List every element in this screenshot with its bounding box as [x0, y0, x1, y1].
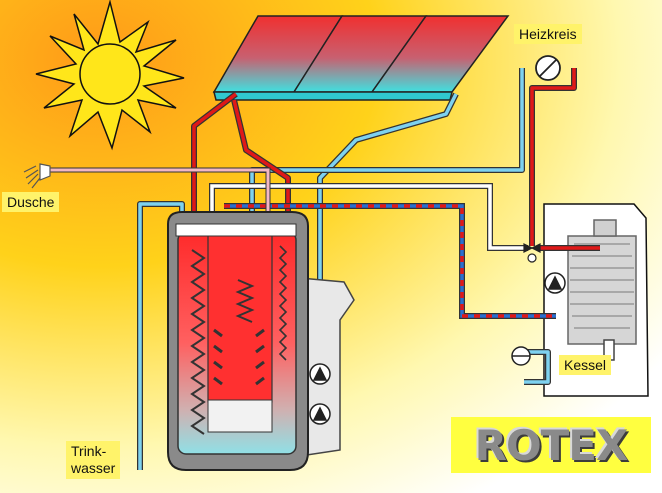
- boiler-label: Kessel: [559, 355, 612, 375]
- shower-head-icon: [23, 163, 51, 189]
- sun-icon: [35, 0, 185, 151]
- pump-icon: [309, 272, 566, 425]
- heating-circuit-label: Heizkreis: [514, 24, 582, 44]
- shower-label: Dusche: [2, 192, 60, 212]
- solar-collectors: [212, 15, 510, 101]
- boiler-loop-pipe: [224, 203, 556, 319]
- three-way-valve-icon: [523, 243, 541, 263]
- drinking-water-label: Trink- wasser: [66, 441, 121, 479]
- storage-tank: [167, 211, 309, 471]
- boiler: [543, 203, 649, 397]
- hot-water-pipes: [191, 68, 600, 251]
- rotex-logo: ROTEX: [451, 417, 651, 473]
- expansion-vessel-icon: [511, 346, 531, 366]
- mixing-valve-icon: [535, 55, 561, 81]
